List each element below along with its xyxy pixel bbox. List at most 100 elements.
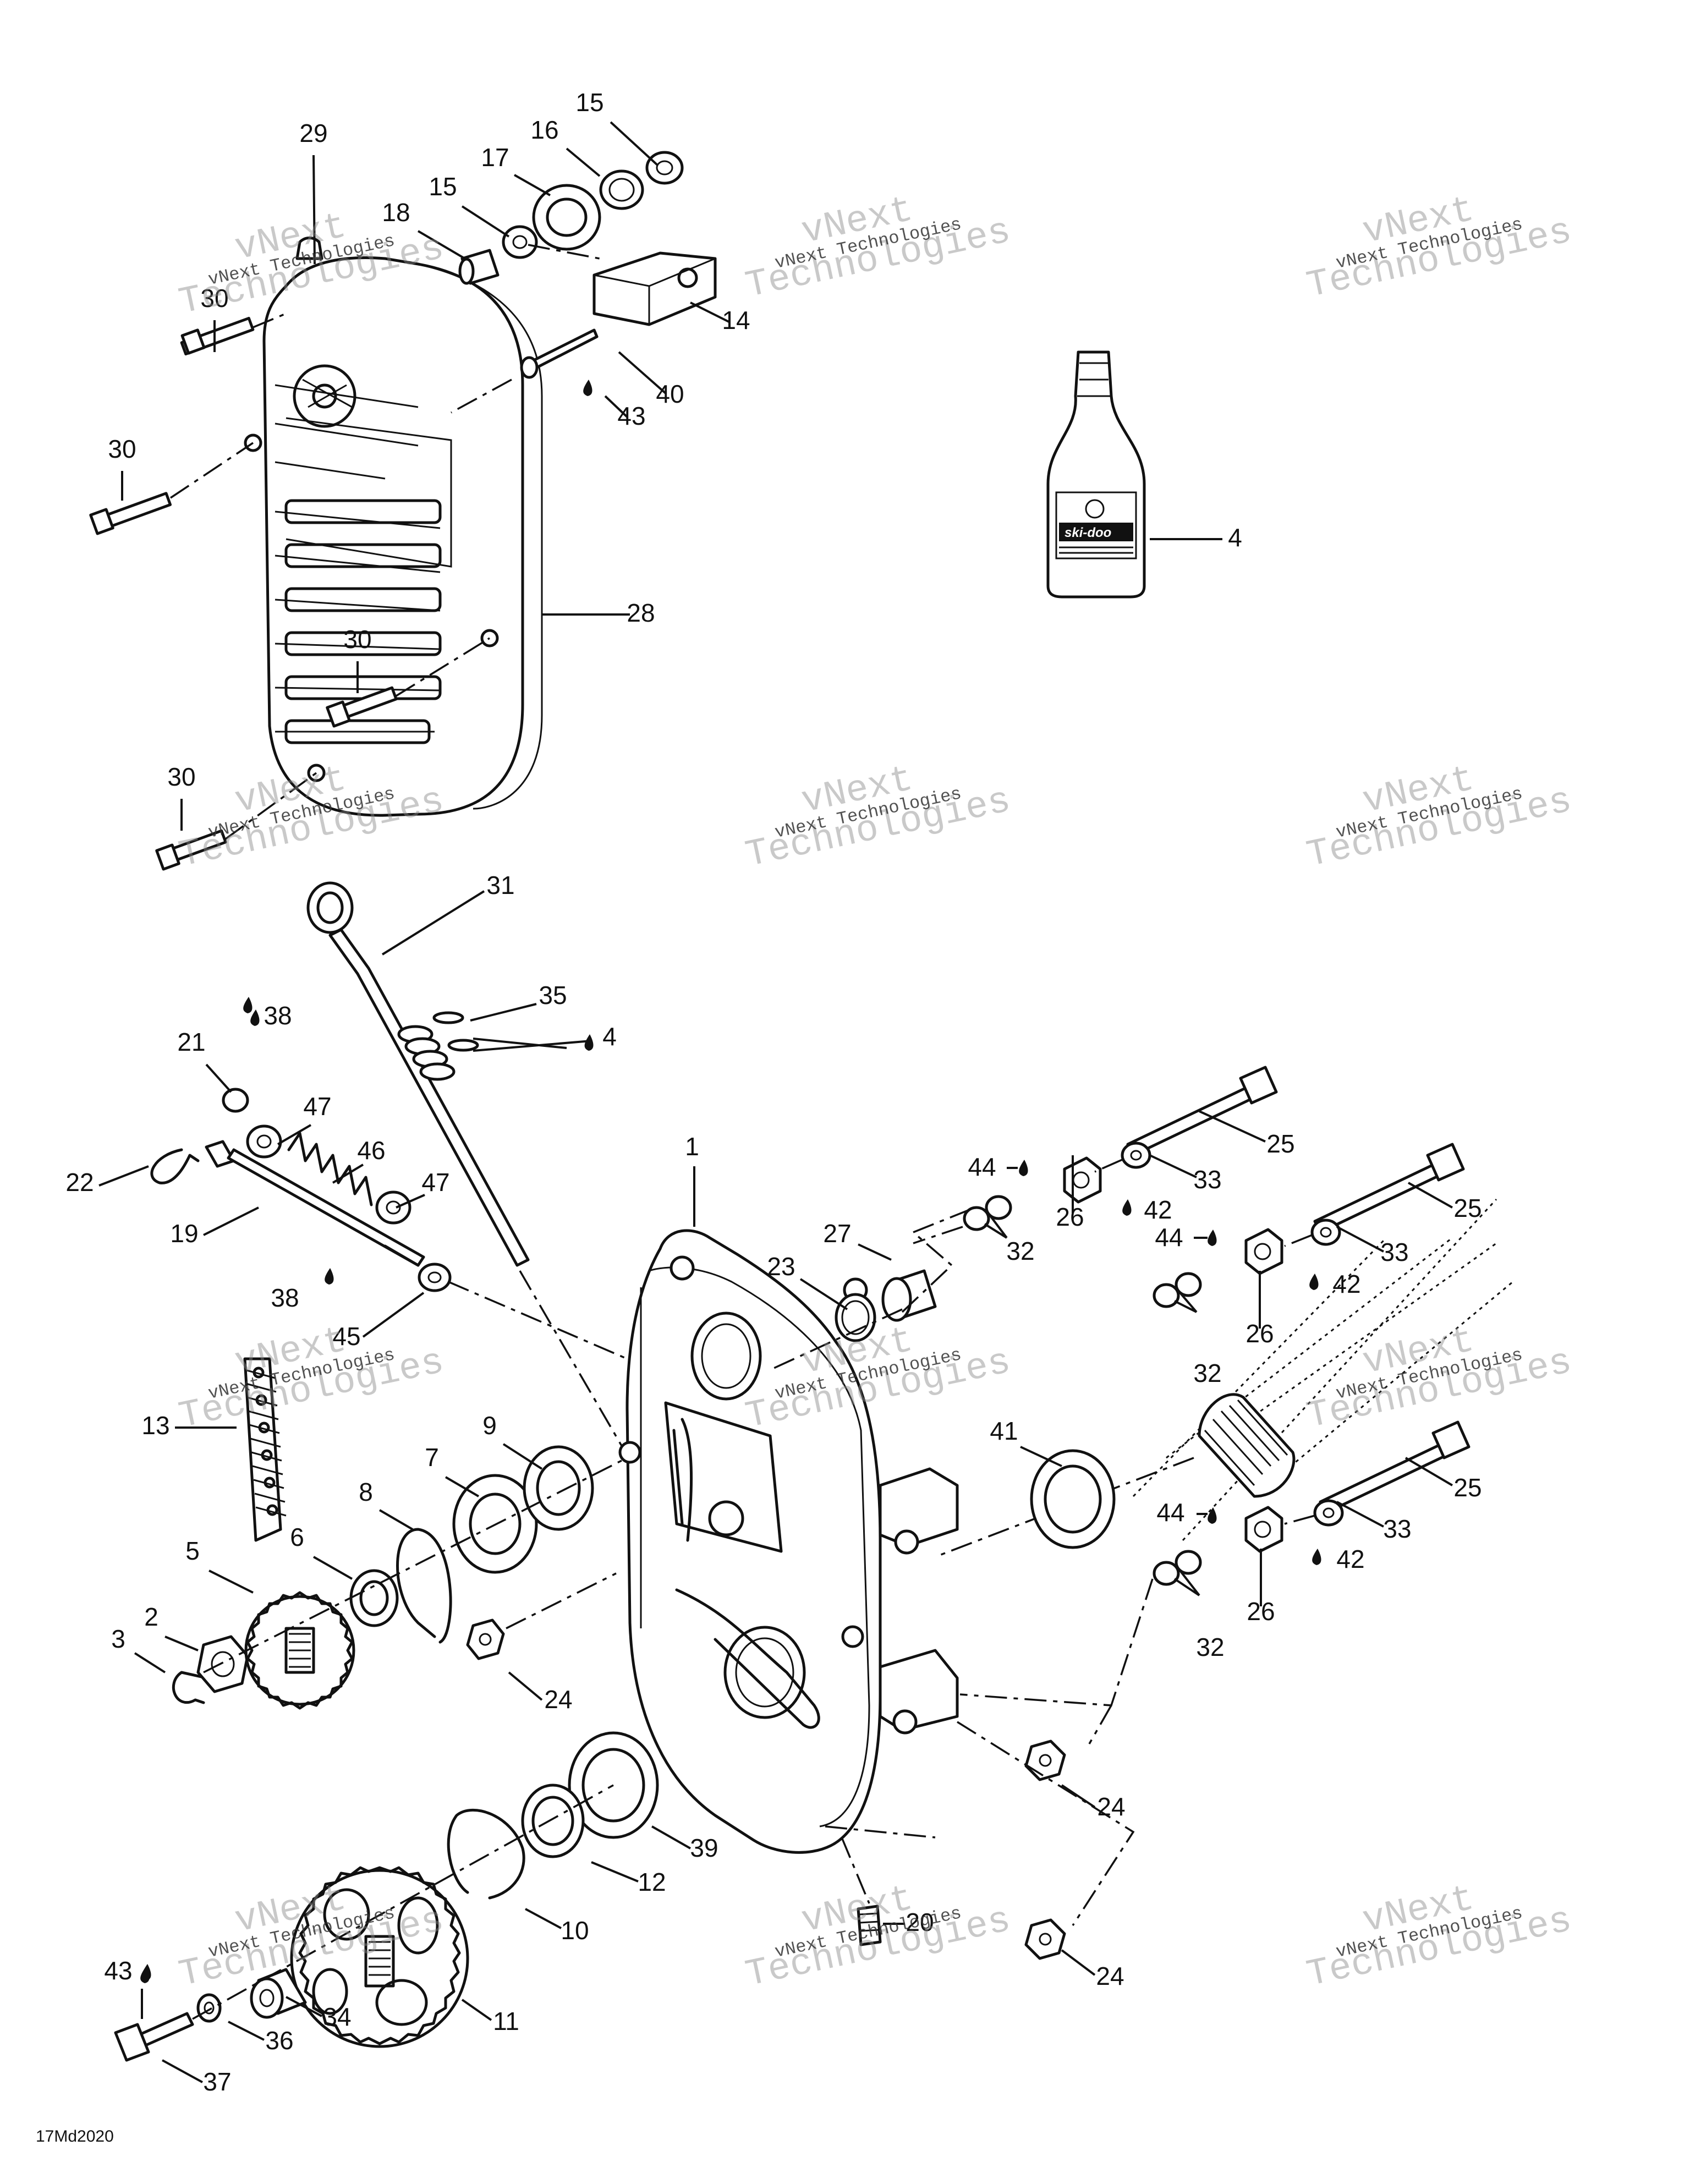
callout-c12: 12 xyxy=(638,1868,666,1896)
callout-c33a: 33 xyxy=(1193,1165,1221,1194)
leader-line xyxy=(445,1476,480,1497)
callout-c44c: 44 xyxy=(1156,1498,1184,1527)
drop-icon xyxy=(1309,1274,1319,1290)
callout-c20: 20 xyxy=(906,1908,934,1936)
callout-c4a: 4 xyxy=(1228,523,1242,552)
leader-line xyxy=(610,121,659,166)
washer-icon xyxy=(222,1088,249,1113)
leader-line xyxy=(461,1999,492,2021)
callout-c43b: 43 xyxy=(104,1956,132,1985)
callout-c38b: 38 xyxy=(271,1283,299,1312)
callout-c47a: 47 xyxy=(303,1092,331,1121)
callout-c14: 14 xyxy=(722,306,750,334)
callout-c6: 6 xyxy=(290,1523,304,1551)
callout-drop-marks xyxy=(142,997,253,1980)
bearing-17-icon xyxy=(532,184,601,251)
leader-line xyxy=(651,1825,691,1850)
callout-c18: 18 xyxy=(382,198,410,227)
callout-c36: 36 xyxy=(265,2026,293,2055)
bolt-set-bottom xyxy=(959,1420,1470,1744)
leader-line xyxy=(799,1278,848,1310)
oil-bottle-icon: ski-doo xyxy=(1046,350,1146,599)
leader-line xyxy=(525,1908,562,1929)
callout-c30b: 30 xyxy=(108,435,136,463)
upper-sprocket-stack xyxy=(172,1445,622,1710)
seal-9-icon xyxy=(523,1445,594,1531)
washer-45-icon xyxy=(418,1263,452,1292)
drawing-code: 17Md2020 xyxy=(36,2127,114,2145)
callout-c25c: 25 xyxy=(1453,1473,1482,1502)
leader-line xyxy=(508,1671,543,1701)
leader-line xyxy=(470,1003,537,1022)
castle-nut-2-icon xyxy=(196,1635,249,1693)
leader-line xyxy=(566,147,601,177)
sprocket-11-icon xyxy=(290,1866,469,2048)
leader-line xyxy=(1149,1154,1197,1178)
bolt-40-icon xyxy=(520,328,599,379)
leader-line xyxy=(286,1996,322,2017)
bushing-18-icon xyxy=(458,249,500,285)
circlip-10-icon xyxy=(447,1808,525,1900)
callout-c44b: 44 xyxy=(1155,1223,1183,1252)
leader-line xyxy=(312,155,316,265)
o-ring-35-icon xyxy=(447,1039,479,1052)
callout-c42b: 42 xyxy=(1332,1270,1360,1298)
leader-line xyxy=(618,351,667,394)
dipstick-31 xyxy=(306,881,659,1508)
callout-c40: 40 xyxy=(656,380,684,408)
callout-c34: 34 xyxy=(323,2002,351,2031)
callout-c28: 28 xyxy=(627,599,655,627)
callout-c13: 13 xyxy=(141,1411,169,1440)
drop-icon xyxy=(1208,1230,1217,1246)
leader-line xyxy=(1061,1784,1096,1808)
callout-c30a: 30 xyxy=(200,284,228,312)
bolt-30-group xyxy=(89,312,490,871)
mounting-bore-upper xyxy=(690,1312,762,1401)
leader-line xyxy=(162,2059,203,2083)
callout-c5: 5 xyxy=(185,1537,200,1565)
seal-23-icon xyxy=(835,1293,876,1342)
leader-line xyxy=(208,1570,254,1594)
callout-c44a: 44 xyxy=(968,1153,996,1181)
chaincase-cover xyxy=(244,237,543,817)
washer-icon xyxy=(502,225,538,259)
bolt-37-icon xyxy=(114,2012,194,2062)
callout-c9: 9 xyxy=(482,1411,497,1440)
sprocket-5-icon xyxy=(244,1591,355,1710)
leader-line xyxy=(1336,1226,1384,1253)
callout-c21: 21 xyxy=(177,1028,205,1056)
drive-axle xyxy=(935,1198,1513,1558)
callout-c32c: 32 xyxy=(1196,1633,1224,1661)
bushing-27-icon xyxy=(881,1269,937,1322)
leader-line xyxy=(164,1636,199,1651)
callout-c26b: 26 xyxy=(1245,1319,1274,1348)
mounting-bore-lower xyxy=(723,1626,806,1719)
leader-line xyxy=(332,1164,364,1184)
callout-c35: 35 xyxy=(539,981,567,1009)
callout-c25a: 25 xyxy=(1266,1129,1294,1158)
leader-line xyxy=(604,395,628,418)
callout-c24b: 24 xyxy=(1097,1792,1125,1821)
seal-41-icon xyxy=(1030,1449,1116,1549)
drop-icon xyxy=(142,1964,151,1980)
leader-line xyxy=(362,1292,425,1338)
tension-shaft-group xyxy=(150,1009,628,1360)
callout-c46: 46 xyxy=(357,1136,385,1165)
callout-c38a: 38 xyxy=(264,1001,292,1030)
circlip-8-icon xyxy=(396,1528,452,1644)
nut-24-icon xyxy=(1024,1918,1066,1960)
leader-line xyxy=(228,2021,265,2041)
drop-icon xyxy=(584,1034,594,1051)
leader-line xyxy=(502,1443,543,1470)
bolt-set-middle xyxy=(1153,1143,1465,1313)
leader-line xyxy=(378,1509,414,1530)
callout-c11: 11 xyxy=(493,2007,519,2035)
clip-22-icon xyxy=(150,1148,200,1184)
callout-c33b: 33 xyxy=(1380,1238,1408,1266)
callout-c7: 7 xyxy=(425,1443,439,1472)
tensioner-assembly xyxy=(451,151,717,414)
